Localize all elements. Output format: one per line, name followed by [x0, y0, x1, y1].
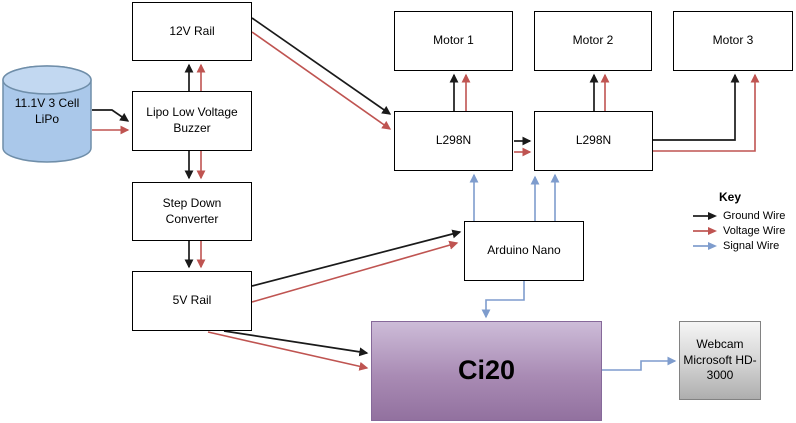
- battery-cylinder-icon: [2, 65, 92, 163]
- wire-voltage-l298n-right-to-motor-3: [653, 73, 760, 152]
- ground-wire-arrow-icon: [693, 211, 717, 220]
- legend-row-ground: Ground Wire: [692, 208, 796, 223]
- node-5v-rail: 5V Rail: [132, 271, 252, 331]
- legend-title: Key: [719, 190, 742, 204]
- node-l298n-right: L298N: [534, 111, 653, 171]
- node-ci20: Ci20: [371, 321, 602, 421]
- node-step-down-converter: Step Down Converter: [132, 182, 252, 241]
- legend-row-voltage: Voltage Wire: [692, 223, 796, 238]
- node-motor-1: Motor 1: [394, 11, 513, 71]
- wire-signal-ci20-to-webcam: [602, 356, 677, 371]
- battery-label: 11.1V 3 Cell LiPo: [14, 96, 80, 126]
- legend-label-voltage: Voltage Wire: [723, 224, 786, 237]
- wire-ground-l298n-right-to-motor-3: [653, 73, 740, 141]
- node-l298n-left: L298N: [394, 111, 513, 171]
- wire-signal-arduino-to-ci20: [481, 281, 525, 319]
- voltage-wire-arrow-icon: [693, 226, 717, 235]
- legend-label-signal: Signal Wire: [723, 239, 780, 252]
- wire-voltage-12v-rail-to-l298n-left: [251, 31, 392, 130]
- node-arduino-nano: Arduino Nano: [464, 221, 584, 281]
- legend: Key Ground Wire Voltage Wire Signal Wire: [692, 190, 796, 253]
- wire-ground-battery-to-buzzer: [92, 109, 130, 122]
- wire-ground-5v-rail-to-arduino: [251, 229, 462, 287]
- node-12v-rail: 12V Rail: [132, 2, 252, 61]
- node-webcam: Webcam Microsoft HD-3000: [679, 321, 761, 400]
- signal-wire-arrow-icon: [693, 241, 717, 250]
- legend-row-signal: Signal Wire: [692, 238, 796, 253]
- node-motor-3: Motor 3: [673, 11, 793, 71]
- node-lipo-buzzer: Lipo Low Voltage Buzzer: [132, 91, 252, 151]
- legend-label-ground: Ground Wire: [723, 209, 786, 222]
- wire-voltage-5v-rail-to-arduino: [251, 240, 459, 303]
- node-motor-2: Motor 2: [534, 11, 652, 71]
- wire-ground-12v-rail-to-l298n-left: [251, 17, 392, 115]
- wire-voltage-5v-rail-to-ci20: [207, 331, 369, 371]
- wire-ground-5v-rail-to-ci20: [223, 330, 369, 357]
